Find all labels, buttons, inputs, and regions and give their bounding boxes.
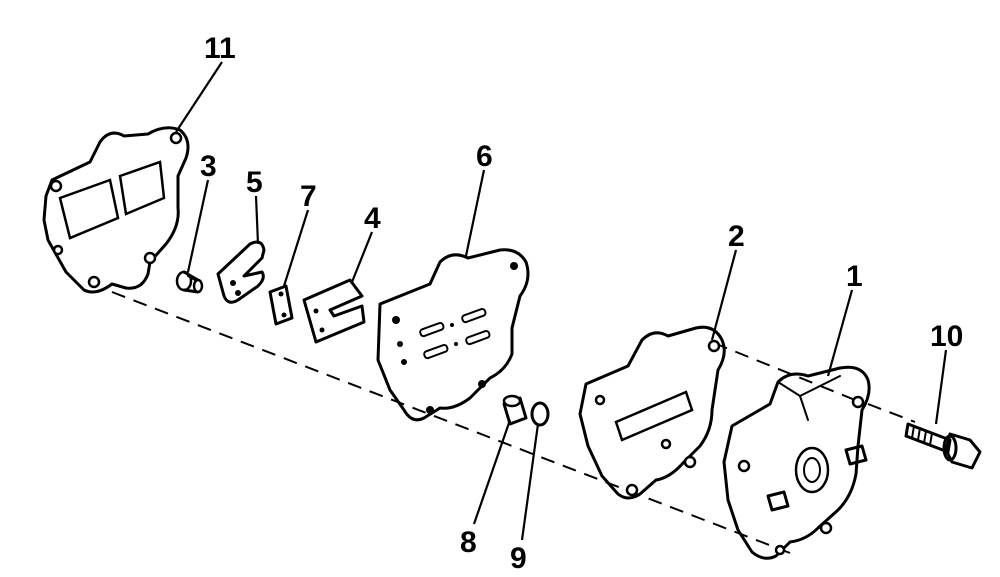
leader-lines	[175, 61, 948, 541]
callout-10: 10	[930, 320, 963, 353]
part-2-gasket	[578, 325, 726, 500]
callout-4: 4	[364, 202, 381, 235]
part-8-bushing	[502, 394, 528, 426]
callout-5: 5	[246, 166, 263, 199]
alignment-lines	[111, 291, 916, 554]
callout-6: 6	[476, 140, 493, 173]
part-5-reed-stop	[216, 240, 266, 304]
part-11-gasket	[42, 126, 190, 294]
callout-9: 9	[510, 542, 527, 575]
callout-2: 2	[728, 220, 745, 253]
part-6-reed-plate	[376, 248, 530, 422]
part-10-bolt	[904, 422, 982, 470]
part-1-housing	[722, 365, 871, 560]
callout-7: 7	[300, 180, 317, 213]
part-4-reed	[302, 278, 366, 344]
part-7-plate	[268, 284, 294, 326]
callout-labels: 11 3 5 7 4 6 2 1 10 8 9	[200, 32, 963, 575]
part-3-pin	[175, 270, 204, 294]
callout-11: 11	[204, 32, 236, 65]
callout-1: 1	[846, 260, 863, 293]
part-9-washer	[530, 401, 550, 427]
callout-8: 8	[460, 526, 477, 559]
callout-3: 3	[200, 150, 217, 183]
